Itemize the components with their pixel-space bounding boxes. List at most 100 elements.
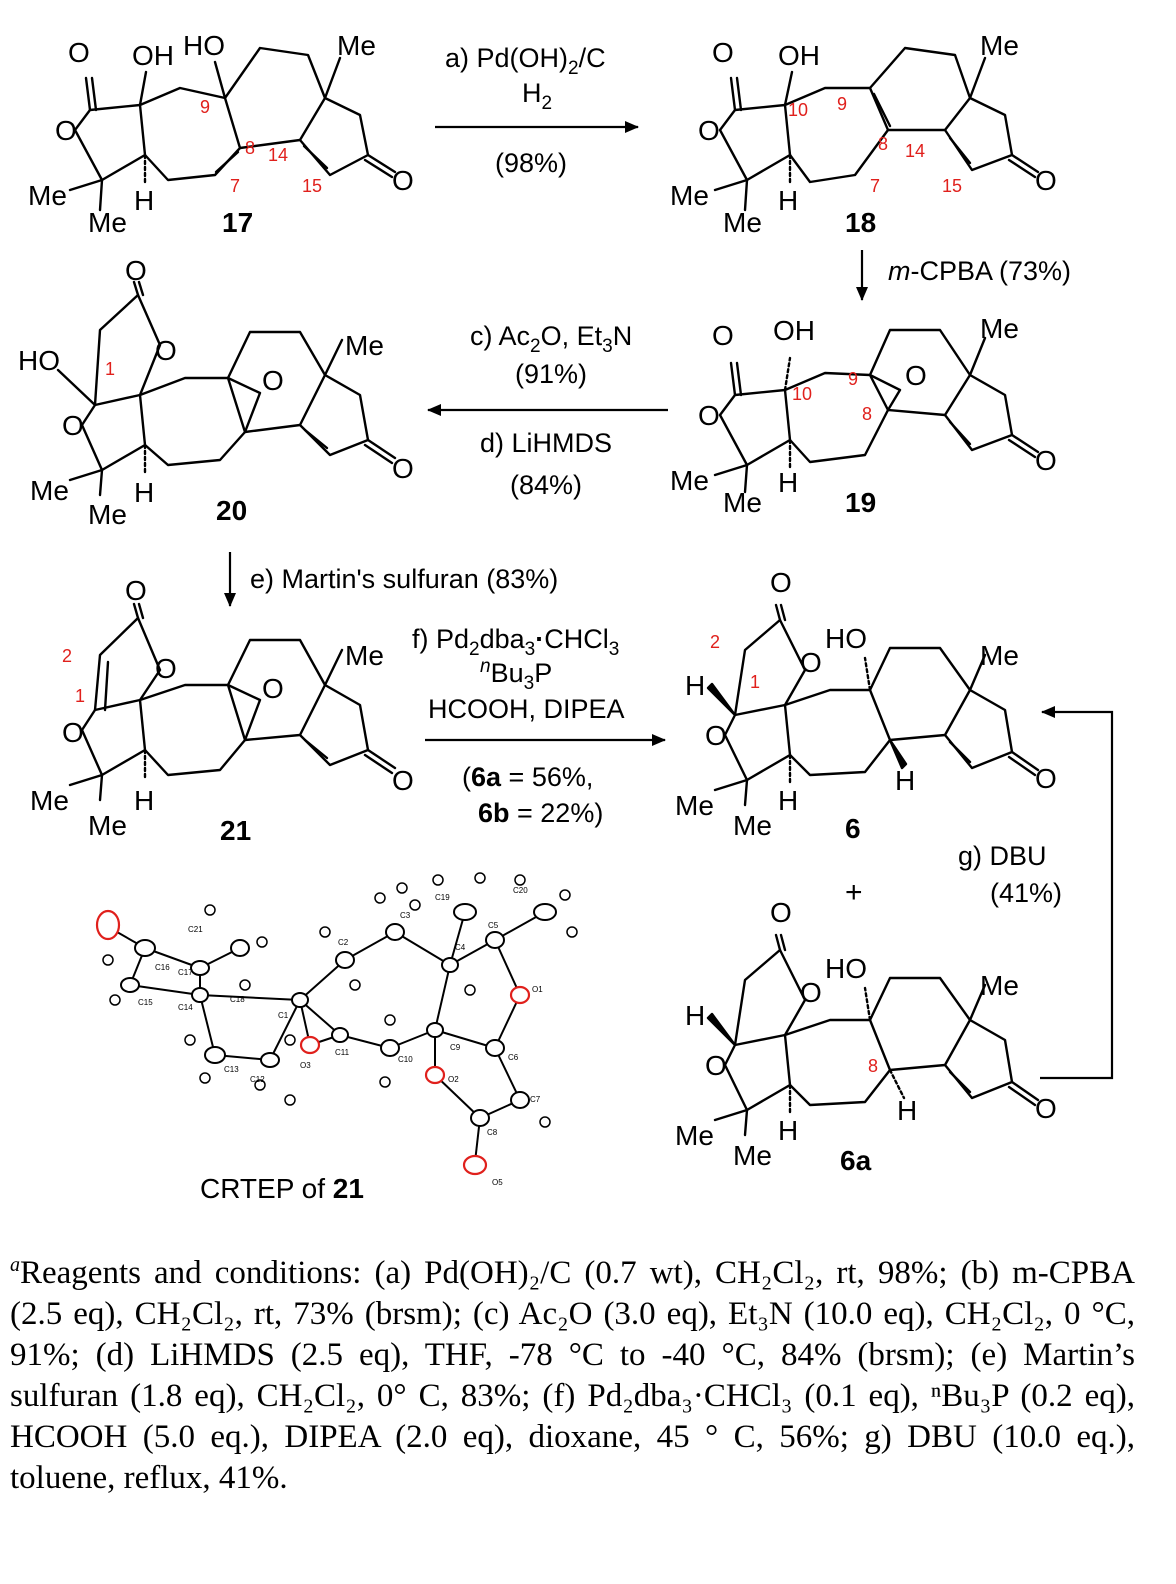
svg-text:HO: HO xyxy=(825,623,867,654)
svg-text:15: 15 xyxy=(302,176,322,196)
compound-6 xyxy=(706,603,1040,807)
svg-text:C8: C8 xyxy=(487,1128,498,1137)
compound-6a-locants: 8 xyxy=(868,1056,878,1076)
svg-text:C1: C1 xyxy=(278,1011,289,1020)
svg-text:Me: Me xyxy=(723,487,762,518)
svg-text:21: 21 xyxy=(220,815,251,846)
svg-text:(6a = 56%,: (6a = 56%, xyxy=(462,762,593,792)
svg-text:H: H xyxy=(778,467,798,498)
svg-text:O: O xyxy=(62,410,84,441)
svg-text:e) Martin's sulfuran (83%): e) Martin's sulfuran (83%) xyxy=(250,564,558,594)
svg-text:9: 9 xyxy=(848,369,858,389)
svg-text:O: O xyxy=(1035,165,1057,196)
svg-text:14: 14 xyxy=(268,145,288,165)
svg-text:Me: Me xyxy=(733,1140,772,1171)
svg-text:Me: Me xyxy=(675,1120,714,1151)
svg-text:H: H xyxy=(897,1095,917,1126)
svg-text:Me: Me xyxy=(30,785,69,816)
caption-text: Reagents and conditions: (a) Pd(OH)₂/C (… xyxy=(10,1255,1135,1496)
svg-text:Me: Me xyxy=(980,970,1019,1001)
svg-text:6: 6 xyxy=(845,813,861,844)
svg-text:2: 2 xyxy=(710,632,720,652)
svg-text:C14: C14 xyxy=(178,1003,193,1012)
compound-18-labels: O OH Me O O Me Me H 18 xyxy=(670,30,1057,238)
svg-text:9: 9 xyxy=(837,94,847,114)
svg-text:O: O xyxy=(705,1050,727,1081)
svg-text:O: O xyxy=(262,673,284,704)
svg-text:HO: HO xyxy=(183,30,225,61)
svg-text:C19: C19 xyxy=(435,893,450,902)
compound-21-labels: O O Me O O O Me Me H 21 xyxy=(30,575,414,846)
svg-text:O5: O5 xyxy=(492,1178,503,1187)
svg-text:O: O xyxy=(125,255,147,286)
svg-text:HO: HO xyxy=(825,953,867,984)
ortep-oxygens xyxy=(95,909,531,1176)
svg-text:Me: Me xyxy=(88,207,127,238)
svg-text:15: 15 xyxy=(942,176,962,196)
svg-text:O: O xyxy=(62,717,84,748)
reaction-scheme: O OH HO Me O O Me Me H 17 9 8 14 7 15 a)… xyxy=(18,30,1114,1204)
svg-text:O3: O3 xyxy=(300,1061,311,1070)
svg-text:d) LiHMDS: d) LiHMDS xyxy=(480,428,612,458)
svg-text:Me: Me xyxy=(345,640,384,671)
svg-text:C3: C3 xyxy=(400,911,411,920)
svg-text:nBu3P: nBu3P xyxy=(480,656,552,694)
svg-text:H2: H2 xyxy=(522,78,552,114)
compound-17-labels: O OH HO Me O O Me Me H 17 xyxy=(28,30,414,238)
svg-text:H: H xyxy=(778,1115,798,1146)
svg-text:1: 1 xyxy=(75,686,85,706)
svg-text:Me: Me xyxy=(30,475,69,506)
compound-6a-labels: O O HO Me H O O Me Me H H 6a xyxy=(675,897,1057,1176)
svg-text:(98%): (98%) xyxy=(495,148,567,178)
compound-21-locants: 2 1 xyxy=(62,646,85,706)
svg-text:O: O xyxy=(1035,445,1057,476)
plus-sign: + xyxy=(845,876,863,909)
svg-text:HCOOH, DIPEA: HCOOH, DIPEA xyxy=(428,694,625,724)
svg-text:OH: OH xyxy=(132,40,174,71)
svg-text:OH: OH xyxy=(778,40,820,71)
svg-text:Me: Me xyxy=(733,810,772,841)
svg-text:H: H xyxy=(134,785,154,816)
svg-text:f) Pd2dba3·CHCl3: f) Pd2dba3·CHCl3 xyxy=(412,624,619,660)
step-c-d: c) Ac2O, Et3N (91%) d) LiHMDS (84%) xyxy=(427,321,668,500)
svg-text:Me: Me xyxy=(980,640,1019,671)
svg-text:C15: C15 xyxy=(138,998,153,1007)
svg-text:O2: O2 xyxy=(448,1075,459,1084)
caption-footnote-mark: a xyxy=(10,1254,20,1276)
svg-text:C13: C13 xyxy=(224,1065,239,1074)
svg-text:1: 1 xyxy=(750,672,760,692)
svg-text:H: H xyxy=(134,477,154,508)
svg-text:O: O xyxy=(155,653,177,684)
svg-text:O: O xyxy=(155,335,177,366)
svg-text:18: 18 xyxy=(845,207,876,238)
svg-text:c) Ac2O, Et3N: c) Ac2O, Et3N xyxy=(470,321,632,357)
ortep-title: CRTEP of 21 xyxy=(200,1173,364,1204)
compound-19-locants: 10 9 8 xyxy=(792,369,872,424)
compound-18-locants: 10 9 8 14 7 15 xyxy=(788,94,962,196)
svg-text:m-CPBA (73%): m-CPBA (73%) xyxy=(888,256,1071,286)
svg-text:20: 20 xyxy=(216,495,247,526)
svg-text:O: O xyxy=(125,575,147,606)
svg-text:6b = 22%): 6b = 22%) xyxy=(478,798,603,828)
svg-text:O: O xyxy=(712,37,734,68)
svg-text:O: O xyxy=(392,165,414,196)
svg-text:C17: C17 xyxy=(178,968,193,977)
svg-text:O: O xyxy=(392,765,414,796)
svg-text:Me: Me xyxy=(670,180,709,211)
svg-text:Me: Me xyxy=(337,30,376,61)
step-g: g) DBU (41%) xyxy=(958,706,1114,1080)
compound-17 xyxy=(68,46,397,212)
svg-text:Me: Me xyxy=(980,30,1019,61)
svg-text:H: H xyxy=(685,1000,705,1031)
svg-text:Me: Me xyxy=(88,499,127,530)
svg-text:O: O xyxy=(712,320,734,351)
ortep-structure: C1 C2 C3 C4 C5 C6 C7 C8 C9 C10 C11 C12 C… xyxy=(95,872,578,1187)
svg-text:O: O xyxy=(698,115,720,146)
compound-20-locants: 1 xyxy=(105,359,115,379)
compound-17-locants: 9 8 14 7 15 xyxy=(200,97,322,196)
svg-text:8: 8 xyxy=(862,404,872,424)
compound-20-labels: O O HO Me O O O Me Me H 20 xyxy=(18,255,414,530)
step-a: a) Pd(OH)2/C H2 (98%) xyxy=(435,43,639,178)
step-e: e) Martin's sulfuran (83%) xyxy=(224,552,558,607)
svg-text:Me: Me xyxy=(670,465,709,496)
